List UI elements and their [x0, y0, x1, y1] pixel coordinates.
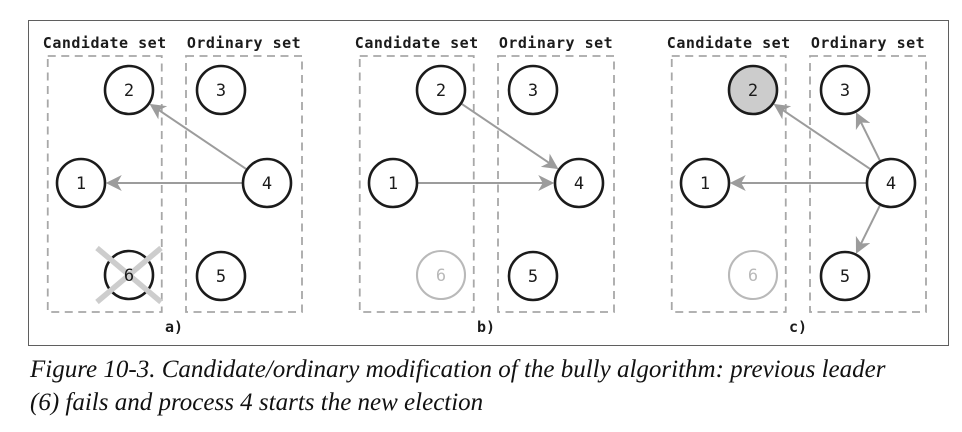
- candidate-set-title: Candidate set: [667, 34, 791, 52]
- process-node-label: 4: [886, 174, 896, 194]
- ordinary-set-title: Ordinary set: [811, 34, 925, 52]
- process-node-6: 6: [415, 249, 467, 301]
- process-node-2: 2: [727, 64, 779, 116]
- process-node-label: 6: [124, 266, 134, 286]
- process-node-1: 1: [55, 157, 107, 209]
- process-node-label: 3: [840, 81, 850, 101]
- process-node-2: 2: [103, 64, 155, 116]
- candidate-set-title: Candidate set: [43, 34, 167, 52]
- process-node-6: 6: [727, 249, 779, 301]
- process-node-label: 3: [216, 81, 226, 101]
- ordinary-set-box: [497, 55, 615, 313]
- caption-line-2: (6) fails and process 4 starts the new e…: [30, 389, 484, 416]
- process-node-2: 2: [415, 64, 467, 116]
- process-node-3: 3: [819, 64, 871, 116]
- process-node-3: 3: [195, 64, 247, 116]
- message-arrow-4-to-2: [773, 103, 871, 170]
- process-node-4: 4: [241, 157, 293, 209]
- process-node-label: 4: [574, 174, 584, 194]
- process-node-label: 6: [436, 266, 446, 286]
- process-node-label: 4: [262, 174, 272, 194]
- panel-a: Candidate set Ordinary set 2 1 6 3 4 5 a): [43, 34, 303, 336]
- process-node-1: 1: [679, 157, 731, 209]
- panel-letter-label: a): [165, 318, 183, 336]
- panel-letter-label: b): [477, 318, 495, 336]
- message-arrow-4-to-3: [855, 112, 881, 162]
- process-node-label: 1: [388, 174, 398, 194]
- panel-b: Candidate set Ordinary set 2 1 6 3 4 5 b): [355, 34, 615, 336]
- message-arrow-4-to-5: [855, 204, 881, 254]
- process-node-label: 3: [528, 81, 538, 101]
- ordinary-set-box: [809, 55, 927, 313]
- process-node-label: 2: [748, 81, 758, 101]
- process-node-label: 5: [840, 267, 850, 287]
- process-node-4: 4: [865, 157, 917, 209]
- caption-line-1: Figure 10-3. Candidate/ordinary modifica…: [30, 356, 886, 383]
- process-node-label: 2: [124, 81, 134, 101]
- process-node-5: 5: [819, 250, 871, 302]
- process-node-label: 5: [216, 267, 226, 287]
- ordinary-set-title: Ordinary set: [187, 34, 301, 52]
- ordinary-set-title: Ordinary set: [499, 34, 613, 52]
- panel-c: Candidate set Ordinary set 2 1 6 3 4 5 c): [667, 34, 927, 336]
- process-node-label: 6: [748, 266, 758, 286]
- candidate-set-box: [358, 55, 475, 313]
- process-node-label: 1: [76, 174, 86, 194]
- process-node-label: 5: [528, 267, 538, 287]
- process-node-3: 3: [507, 64, 559, 116]
- process-node-label: 2: [436, 81, 446, 101]
- ordinary-set-box: [185, 55, 303, 313]
- process-node-5: 5: [195, 250, 247, 302]
- message-arrow-4-to-2: [149, 103, 247, 170]
- process-node-6: 6: [95, 245, 163, 305]
- message-arrow-2-to-4: [461, 103, 559, 170]
- process-node-1: 1: [367, 157, 419, 209]
- process-node-5: 5: [507, 250, 559, 302]
- candidate-set-box: [46, 55, 163, 313]
- candidate-set-title: Candidate set: [355, 34, 479, 52]
- process-node-4: 4: [553, 157, 605, 209]
- process-node-label: 1: [700, 174, 710, 194]
- figure-caption: Figure 10-3. Candidate/ordinary modifica…: [30, 353, 940, 419]
- candidate-set-box: [670, 55, 787, 313]
- crash-cross-icon: [95, 245, 163, 305]
- panel-letter-label: c): [789, 318, 807, 336]
